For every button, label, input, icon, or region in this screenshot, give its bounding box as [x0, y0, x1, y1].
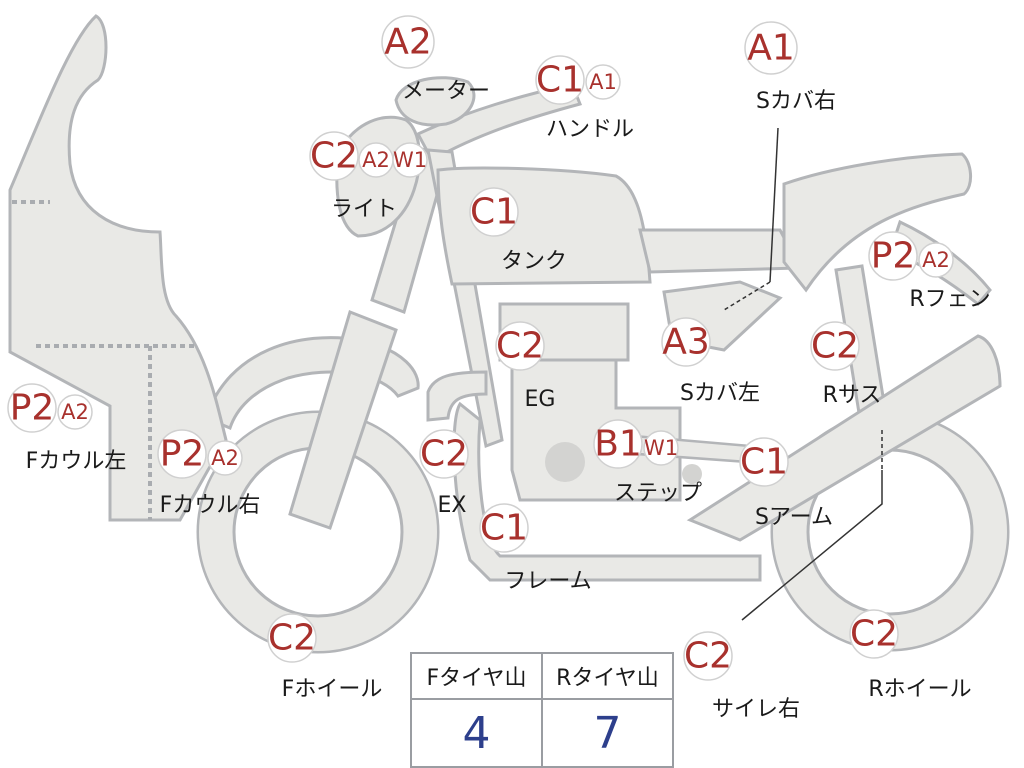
swing-arm-annotation: C1 Sアーム — [739, 437, 833, 530]
front-tire-tread-header: Fタイヤ山 — [410, 652, 543, 700]
svg-text:C2: C2 — [420, 434, 468, 475]
svg-text:A2: A2 — [211, 446, 239, 470]
svg-text:P2: P2 — [160, 434, 205, 475]
svg-text:A2: A2 — [384, 22, 432, 63]
handlebar-shape — [415, 82, 583, 163]
front-cowl-right-label: Fカウル右 — [160, 493, 261, 518]
front-wheel-label: Fホイール — [282, 677, 383, 702]
side-cover-left-label: Sカバ左 — [680, 381, 760, 406]
front-cowl-left-label: Fカウル左 — [26, 449, 127, 474]
exhaust-pipe-shape — [426, 370, 488, 422]
rear-cowl-shape — [782, 152, 972, 293]
seat-shape — [638, 228, 803, 274]
silencer-right-label: サイレ右 — [712, 697, 800, 722]
meter-annotation: A2 メーター — [381, 15, 490, 104]
svg-text:A2: A2 — [922, 248, 950, 272]
svg-text:C2: C2 — [850, 614, 898, 655]
leader-lines — [723, 127, 883, 621]
swing-arm-label: Sアーム — [755, 505, 833, 530]
rear-suspension-annotation: C2 Rサス — [810, 321, 882, 408]
side-cover-right-annotation: A1 Sカバ右 — [744, 21, 836, 114]
svg-text:A1: A1 — [589, 70, 617, 94]
front-cowl-shape — [8, 14, 228, 522]
svg-text:P2: P2 — [10, 388, 55, 429]
light-label: ライト — [331, 197, 397, 222]
swing-arm-shape — [686, 334, 1002, 542]
svg-text:C2: C2 — [268, 618, 316, 659]
motorcycle-silhouette — [8, 14, 1010, 654]
rear-tire-tread-value: 7 — [541, 698, 674, 768]
svg-text:A2: A2 — [61, 400, 89, 424]
svg-text:W1: W1 — [393, 148, 427, 172]
handle-annotation: C1 A1 ハンドル — [535, 55, 634, 142]
tank-annotation: C1 タンク — [469, 187, 567, 274]
engine-label: EG — [525, 387, 556, 412]
rear-suspension-label: Rサス — [823, 383, 882, 408]
svg-text:A2: A2 — [362, 148, 390, 172]
meter-shape — [394, 76, 476, 127]
svg-text:C2: C2 — [684, 636, 732, 677]
tire-tread-table: Fタイヤ山 Rタイヤ山 4 7 — [410, 652, 674, 768]
front-wheel-annotation: C2 Fホイール — [267, 613, 383, 702]
exhaust-annotation: C2 EX — [419, 429, 469, 518]
svg-text:A3: A3 — [662, 322, 710, 363]
svg-text:C1: C1 — [480, 508, 528, 549]
part-annotations: A2 メーター C1 A1 ハンドル A1 Sカバ右 C2 A2 W1 ライト … — [7, 15, 991, 722]
engine-annotation: C2 EG — [495, 321, 556, 412]
handle-label: ハンドル — [546, 117, 634, 142]
rear-wheel-annotation: C2 Rホイール — [849, 609, 972, 702]
svg-text:C2: C2 — [310, 136, 358, 177]
tank-label: タンク — [501, 249, 567, 274]
rear-wheel-label: Rホイール — [868, 677, 971, 702]
side-cover-right-label: Sカバ右 — [756, 89, 836, 114]
meter-label: メーター — [402, 79, 490, 104]
exhaust-label: EX — [438, 493, 467, 518]
svg-text:P2: P2 — [871, 236, 916, 277]
frame-annotation: C1 フレーム — [479, 503, 592, 594]
svg-text:C1: C1 — [470, 192, 518, 233]
silencer-right-annotation: C2 サイレ右 — [683, 631, 800, 722]
front-fork-shape — [288, 310, 398, 530]
svg-text:C2: C2 — [496, 326, 544, 367]
light-annotation: C2 A2 W1 ライト — [309, 131, 428, 222]
rear-fender-annotation: P2 A2 Rフェン — [868, 231, 991, 312]
rear-fender-label: Rフェン — [909, 287, 990, 312]
step-label: ステップ — [614, 481, 702, 506]
svg-text:C1: C1 — [536, 60, 584, 101]
step-annotation: B1 W1 ステップ — [593, 419, 702, 506]
svg-text:C1: C1 — [740, 442, 788, 483]
svg-text:A1: A1 — [747, 28, 795, 69]
side-cover-left-annotation: A3 Sカバ左 — [661, 317, 760, 406]
rear-tire-tread-header: Rタイヤ山 — [541, 652, 674, 700]
svg-text:C2: C2 — [811, 326, 859, 367]
front-cowl-right-annotation: P2 A2 Fカウル右 — [157, 429, 261, 518]
front-tire-tread-value: 4 — [410, 698, 543, 768]
svg-text:B1: B1 — [594, 424, 642, 465]
front-cowl-left-annotation: P2 A2 Fカウル左 — [7, 383, 127, 474]
svg-text:W1: W1 — [644, 436, 678, 460]
frame-label: フレーム — [504, 569, 591, 594]
